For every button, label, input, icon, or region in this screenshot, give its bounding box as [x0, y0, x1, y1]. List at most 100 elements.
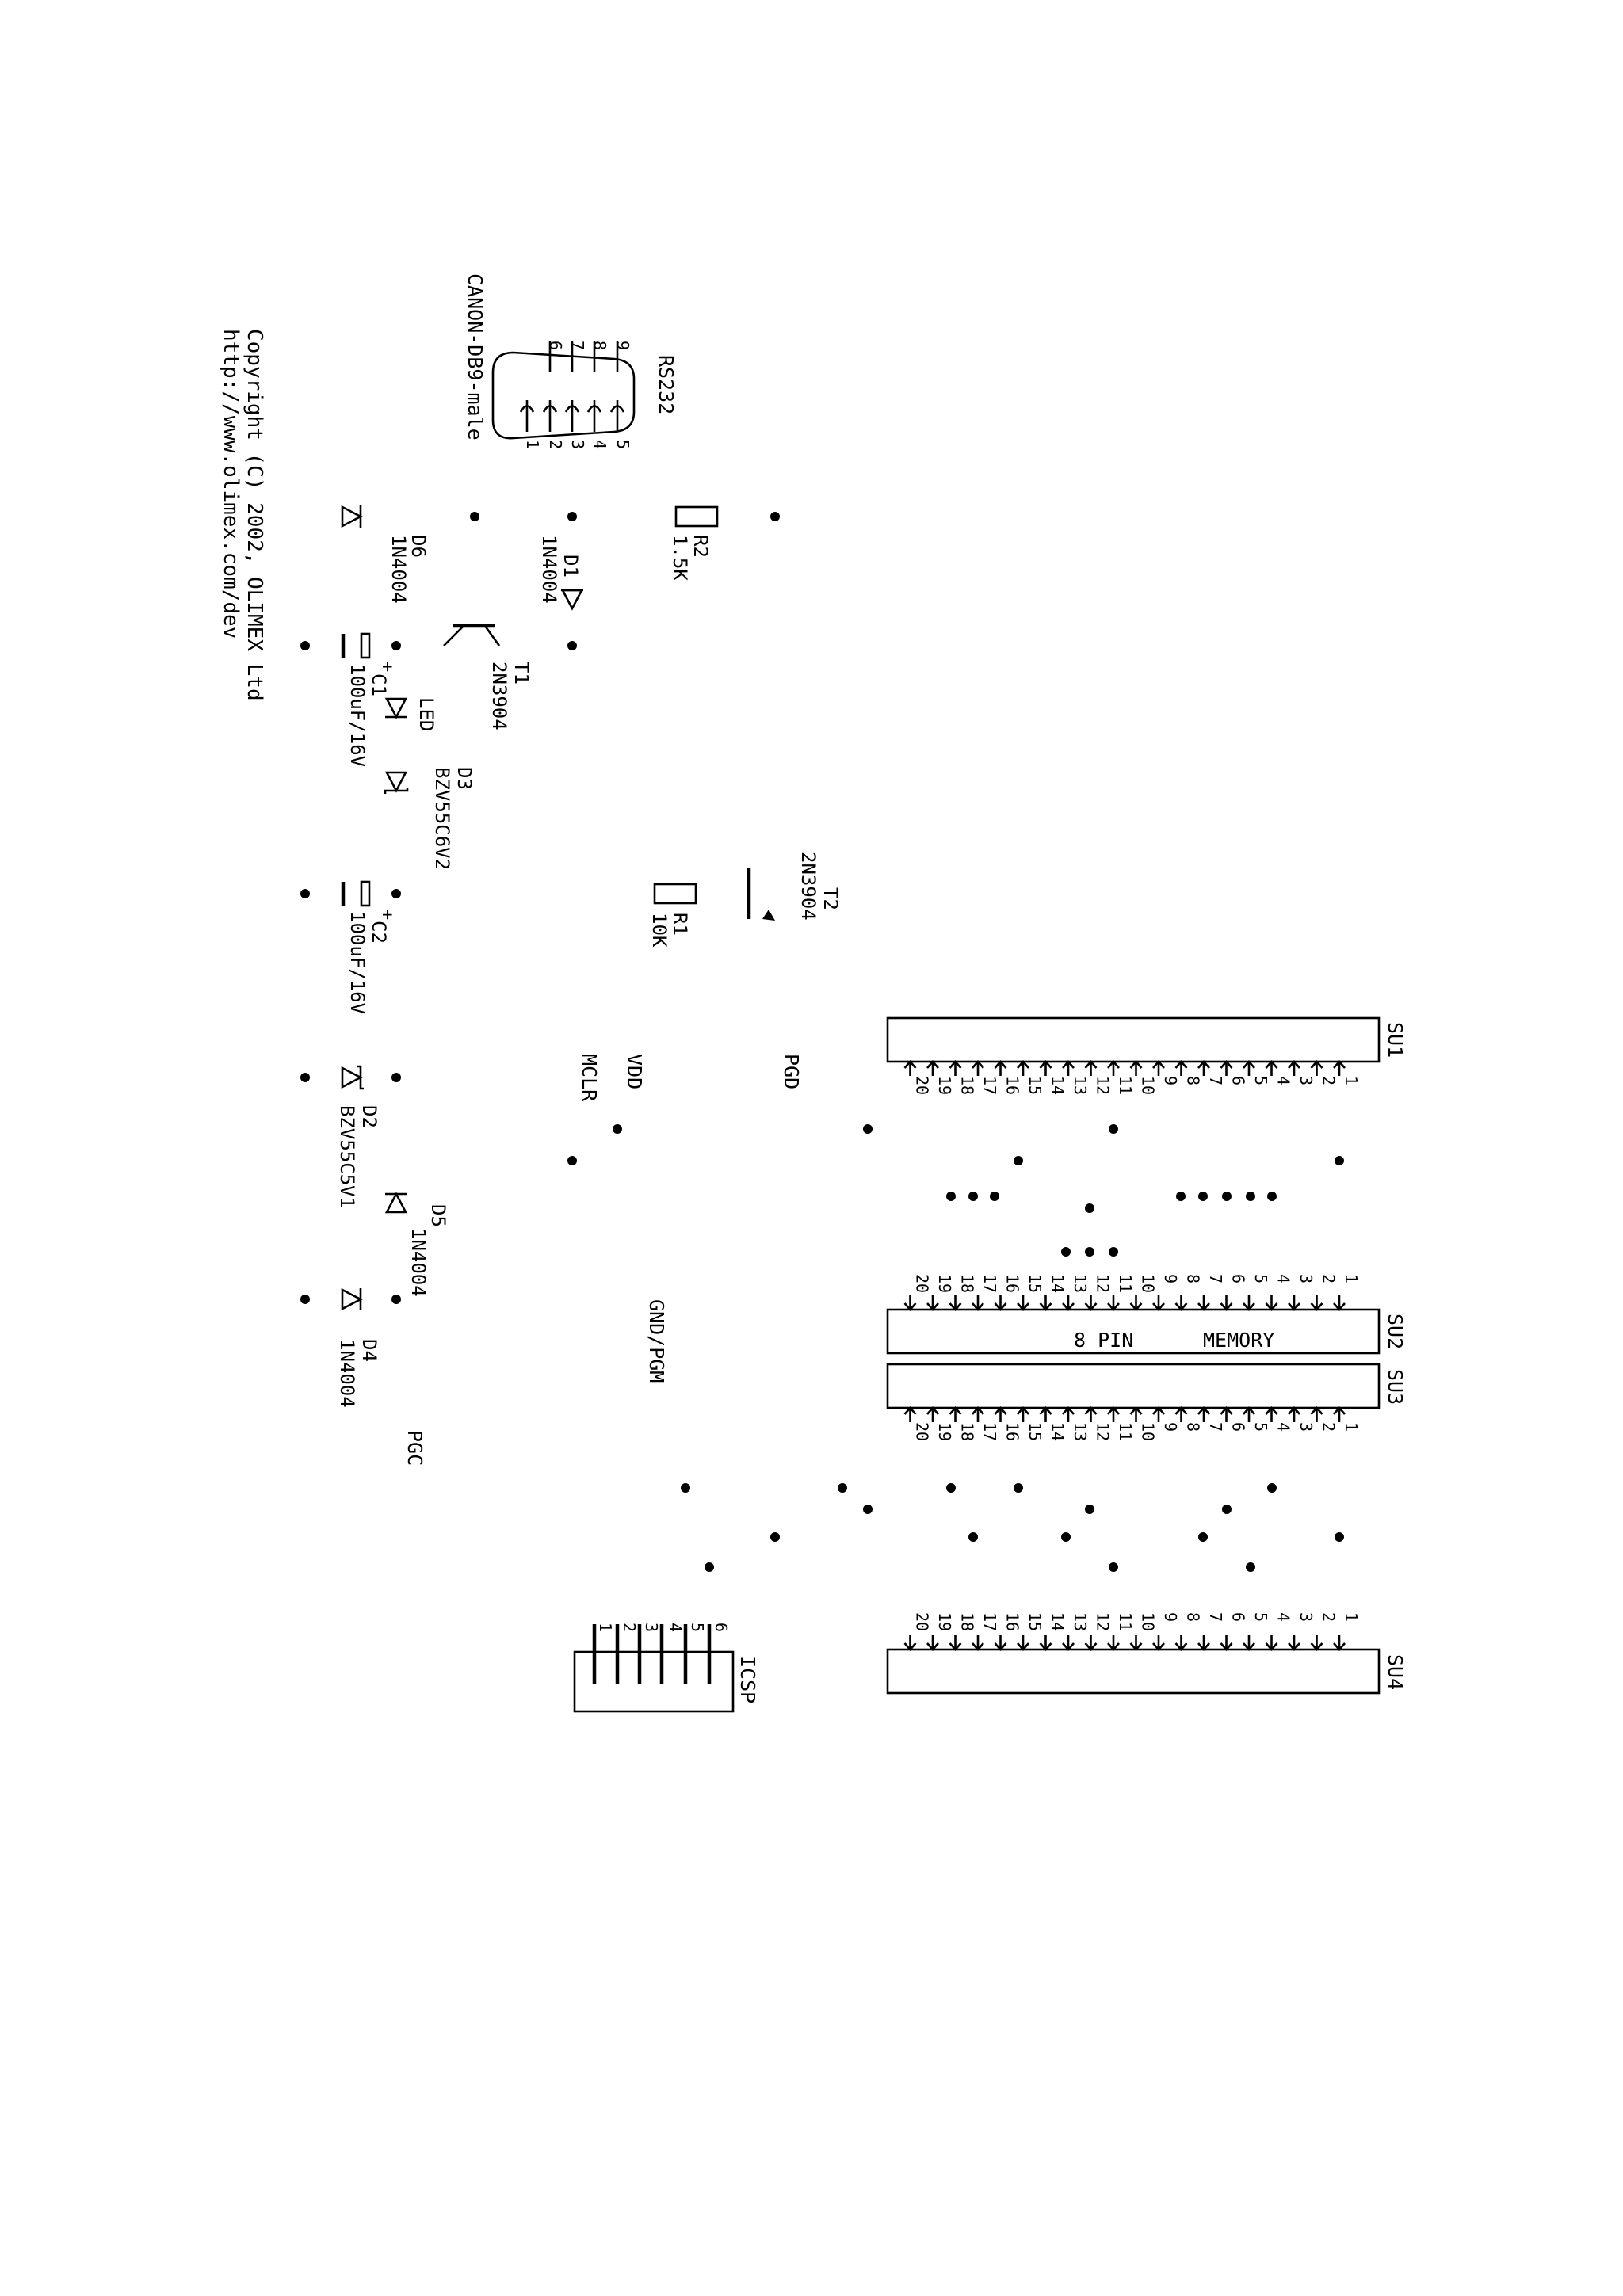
socket-pin-contact: [1107, 1406, 1120, 1415]
socket-pin-label: 12: [1094, 1422, 1113, 1441]
socket-pin-contact: [1220, 1406, 1233, 1415]
socket-pin-label: 20: [913, 1274, 932, 1293]
icsp-connector: ICSP 1 2 3 4 5 6: [573, 1623, 759, 1713]
junction-dot: [1335, 1532, 1344, 1542]
socket-pin-contact: [926, 1302, 939, 1311]
socket-pin-label: 18: [958, 1076, 977, 1095]
socket-pin-label: 15: [1025, 1612, 1044, 1631]
junction-dot: [1222, 1505, 1232, 1514]
d6-value: 1N4004: [388, 535, 410, 604]
socket-pin-label: 2: [1319, 1422, 1338, 1432]
d3-value: BZV55C6V2: [431, 767, 453, 870]
socket-pin-label: 14: [1048, 1274, 1067, 1293]
socket-pin-contact: [1062, 1060, 1075, 1069]
socket-pin-label: 4: [1274, 1612, 1293, 1622]
junction-dot: [1109, 1247, 1118, 1257]
socket-pin-contact: [1243, 1302, 1255, 1311]
junction-dot: [1267, 1483, 1277, 1493]
su1-ref: SU1: [1384, 1022, 1407, 1058]
socket-pin-label: 6: [1229, 1076, 1248, 1085]
capacitor-c2: + C2 100uF/16V: [341, 880, 397, 1014]
su2-label-memory: MEMORY: [1203, 1329, 1274, 1352]
junction-dot: [300, 889, 310, 898]
socket-pin-label: 13: [1071, 1612, 1090, 1631]
socket-pin-label: 10: [1139, 1076, 1158, 1095]
rs232-connector: CANON-DB9-male RS232 6 7 8 9 1 2 3 4 5: [464, 273, 678, 449]
socket-pin-contact: [1152, 1060, 1165, 1069]
socket-pin-contact: [1084, 1302, 1098, 1311]
socket-pin-label: 11: [1116, 1076, 1135, 1095]
db9-pin-7: 7: [568, 341, 587, 350]
socket-pin-label: 1: [1342, 1422, 1361, 1432]
junction-dot: [1014, 1483, 1023, 1493]
rs232-ref-label: RS232: [655, 355, 678, 414]
socket-pin-contact: [1310, 1302, 1323, 1311]
socket-pin-contact: [926, 1406, 939, 1415]
resistor-r1: R1 10K: [648, 883, 697, 948]
t1-value: 2N3904: [488, 662, 510, 730]
socket-pin-contact: [1129, 1060, 1143, 1069]
socket-pin-contact: [903, 1302, 917, 1311]
socket-pin-contact: [1084, 1642, 1098, 1651]
socket-pin-label: 13: [1071, 1274, 1090, 1293]
socket-pin-contact: [1017, 1406, 1029, 1415]
socket-pin-label: 19: [935, 1422, 954, 1441]
led: LED: [384, 697, 437, 731]
d3-ref: D3: [453, 767, 475, 790]
junction-dot: [1109, 1124, 1118, 1134]
socket-pin-contact: [1039, 1060, 1052, 1069]
socket-pin-label: 12: [1094, 1076, 1113, 1095]
socket-pin-contact: [1062, 1302, 1075, 1311]
socket-pin-label: 13: [1071, 1422, 1090, 1441]
socket-pin-label: 3: [1296, 1076, 1316, 1085]
socket-pin-label: 7: [1206, 1076, 1225, 1085]
socket-pin-contact: [1152, 1406, 1165, 1415]
socket-pin-contact: [1243, 1406, 1255, 1415]
copyright-line1: Copyright (C) 2002, OLIMEX Ltd: [242, 329, 266, 701]
socket-pin-contact: [994, 1406, 1007, 1415]
junction-dot: [300, 1073, 310, 1082]
socket-pin-contact: [1062, 1406, 1075, 1415]
socket-pin-label: 8: [1184, 1422, 1203, 1432]
socket-pin-contact: [994, 1060, 1007, 1069]
socket-pin-contact: [1039, 1302, 1052, 1311]
socket-pin-label: 15: [1025, 1274, 1044, 1293]
socket-pin-label: 4: [1274, 1274, 1293, 1283]
diode-d5: D5 1N4004: [384, 1192, 449, 1297]
socket-pin-label: 20: [913, 1076, 932, 1095]
socket-pin-contact: [1174, 1406, 1188, 1415]
socket-pin-contact: [1288, 1406, 1300, 1415]
junction-dot: [1085, 1247, 1094, 1257]
net-mclr: MCLR: [578, 1054, 601, 1102]
socket-pin-label: 18: [958, 1422, 977, 1441]
junction-dot: [1246, 1192, 1255, 1201]
c2-ref: C2: [368, 921, 390, 944]
socket-pin-label: 11: [1116, 1274, 1135, 1293]
socket-pin-label: 9: [1161, 1274, 1180, 1283]
socket-pin-label: 17: [980, 1076, 999, 1095]
socket-pin-label: 10: [1139, 1274, 1158, 1293]
su4-ref: SU4: [1384, 1654, 1407, 1690]
socket-pin-label: 8: [1184, 1076, 1203, 1085]
db9-contact: [564, 405, 580, 413]
socket-pin-label: 16: [1003, 1076, 1022, 1095]
socket-pin-label: 9: [1161, 1076, 1180, 1085]
db9-contact: [542, 405, 558, 413]
socket-pin-label: 20: [913, 1612, 932, 1631]
socket-pin-contact: [1152, 1642, 1165, 1651]
t1-ref: T1: [510, 662, 533, 685]
r2-ref: R2: [689, 535, 712, 558]
socket-pin-label: 2: [1319, 1076, 1338, 1085]
su3-ref: SU3: [1384, 1369, 1407, 1405]
junction-dot: [1267, 1192, 1277, 1201]
db9-pin-2: 2: [546, 440, 565, 449]
socket-pin-label: 14: [1048, 1076, 1067, 1095]
socket-pin-contact: [1197, 1406, 1210, 1415]
diode-d6: D6 1N4004: [341, 505, 430, 604]
diode-d4: D4 1N4004: [336, 1287, 380, 1408]
socket-pin-label: 12: [1094, 1612, 1113, 1631]
socket-pin-contact: [1333, 1060, 1346, 1069]
junctions: [300, 512, 1344, 1572]
socket-pin-contact: [949, 1302, 962, 1311]
